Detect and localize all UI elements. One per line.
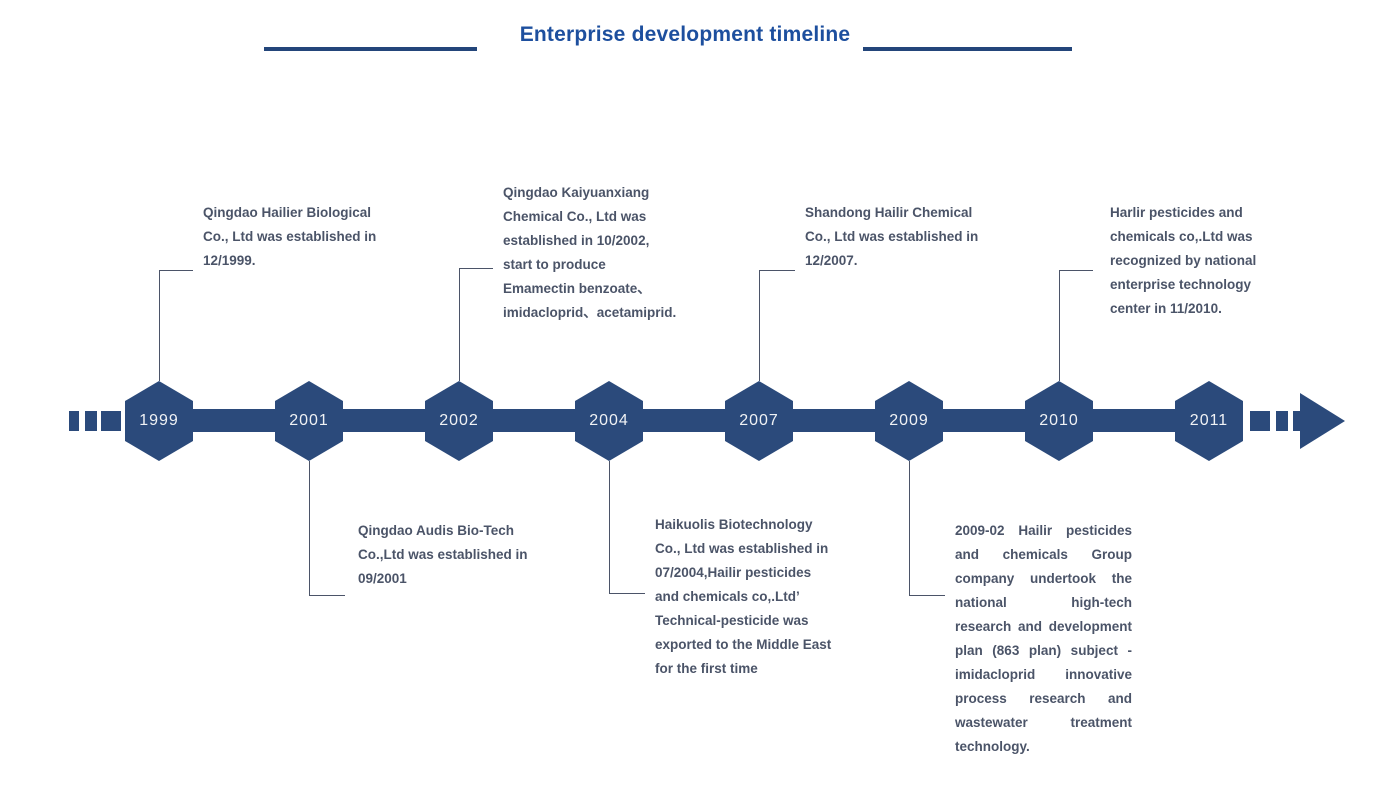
event-text-line: 2009-02 Hailir pesticides [955, 523, 1132, 538]
connector-line-2004 [609, 461, 610, 593]
event-text-line: Emamectin benzoate、 [503, 281, 651, 296]
year-hexagon-2002: 2002 [425, 381, 493, 461]
event-text-line: research and development [955, 619, 1132, 634]
timeline-dash-right-1 [1250, 411, 1270, 431]
connector-line-1999 [159, 270, 160, 381]
event-text-line: 12/2007. [805, 253, 858, 268]
event-text-line: Co., Ltd was established in [203, 229, 377, 244]
event-text-line: 12/1999. [203, 253, 256, 268]
event-text-line: 07/2004,Hailir pesticides [655, 565, 812, 580]
connector-line-2009 [909, 461, 910, 595]
event-text-2009: 2009-02 Hailir pesticides and chemicals G… [955, 519, 1132, 759]
event-text-line: Co., Ltd was established in [805, 229, 979, 244]
event-text-line: established in 10/2002, [503, 233, 650, 248]
event-text-line: enterprise technology [1110, 277, 1252, 292]
year-label: 1999 [139, 412, 179, 429]
event-text-line: and chemicals co,.Ltd’ [655, 589, 800, 604]
connector-line-2004 [609, 593, 645, 594]
year-hexagon-2010: 2010 [1025, 381, 1093, 461]
connector-line-2010 [1059, 270, 1093, 271]
event-text-line: Harlir pesticides and [1110, 205, 1243, 220]
event-text-line: imidacloprid innovative [955, 667, 1132, 682]
year-label: 2007 [739, 412, 779, 429]
event-text-line: Chemical Co., Ltd was [503, 209, 647, 224]
connector-line-2010 [1059, 270, 1060, 381]
event-text-line: Qingdao Hailier Biological [203, 205, 372, 220]
year-label: 2004 [589, 412, 629, 429]
year-label: 2002 [439, 412, 479, 429]
timeline-dash-right-2 [1276, 411, 1288, 431]
year-hexagon-2001: 2001 [275, 381, 343, 461]
connector-line-2009 [909, 595, 945, 596]
event-text-line: for the first time [655, 661, 758, 676]
event-text-line: plan (863 plan) subject - [955, 643, 1132, 658]
year-label: 2001 [289, 412, 329, 429]
event-text-line: chemicals co,.Ltd was [1110, 229, 1253, 244]
event-text-line: 09/2001 [358, 571, 407, 586]
timeline-dash-left-1 [69, 411, 79, 431]
event-text-line: national high-tech [955, 595, 1132, 610]
timeline-dash-right-3 [1293, 411, 1301, 431]
timeline-bar [127, 409, 1243, 432]
event-text-line: Shandong Hailir Chemical [805, 205, 973, 220]
connector-line-2002 [459, 268, 493, 269]
event-text-line: Co., Ltd was established in [655, 541, 829, 556]
year-hexagon-2007: 2007 [725, 381, 793, 461]
event-text-2010: Harlir pesticides and chemicals co,.Ltd w… [1110, 201, 1256, 321]
year-hexagon-2004: 2004 [575, 381, 643, 461]
timeline-dash-left-2 [85, 411, 97, 431]
event-text-line: wastewater treatment [955, 715, 1132, 730]
year-hexagon-1999: 1999 [125, 381, 193, 461]
event-text-line: technology. [955, 739, 1030, 754]
event-text-line: start to produce [503, 257, 606, 272]
event-text-line: imidacloprid、acetamiprid. [503, 305, 677, 320]
event-text-line: company undertook the [955, 571, 1132, 586]
event-text-line: Technical-pesticide was [655, 613, 809, 628]
event-text-line: process research and [955, 691, 1132, 706]
title-decor-line-left [264, 47, 477, 51]
year-label: 2011 [1189, 412, 1229, 429]
connector-line-2007 [759, 270, 795, 271]
page-title: Enterprise development timeline [519, 23, 851, 46]
event-text-line: Qingdao Kaiyuanxiang [503, 185, 650, 200]
year-label: 2009 [889, 412, 929, 429]
connector-line-2007 [759, 270, 760, 381]
timeline-dash-left-3 [101, 411, 121, 431]
title-decor-line-right [863, 47, 1072, 51]
year-label: 2010 [1039, 412, 1079, 429]
event-text-line: recognized by national [1110, 253, 1257, 268]
connector-line-1999 [159, 270, 193, 271]
year-hexagon-2009: 2009 [875, 381, 943, 461]
event-text-line: Haikuolis Biotechnology [655, 517, 813, 532]
connector-line-2001 [309, 461, 310, 595]
event-text-line: Qingdao Audis Bio-Tech [358, 523, 514, 538]
connector-line-2002 [459, 268, 460, 381]
event-text-line: and chemicals Group [955, 547, 1132, 562]
event-text-line: exported to the Middle East [655, 637, 832, 652]
connector-line-2001 [309, 595, 345, 596]
year-hexagon-2011: 2011 [1175, 381, 1243, 461]
timeline-arrow-icon [1300, 393, 1345, 449]
event-text-line: Co.,Ltd was established in [358, 547, 528, 562]
event-text-line: center in 11/2010. [1110, 301, 1222, 316]
